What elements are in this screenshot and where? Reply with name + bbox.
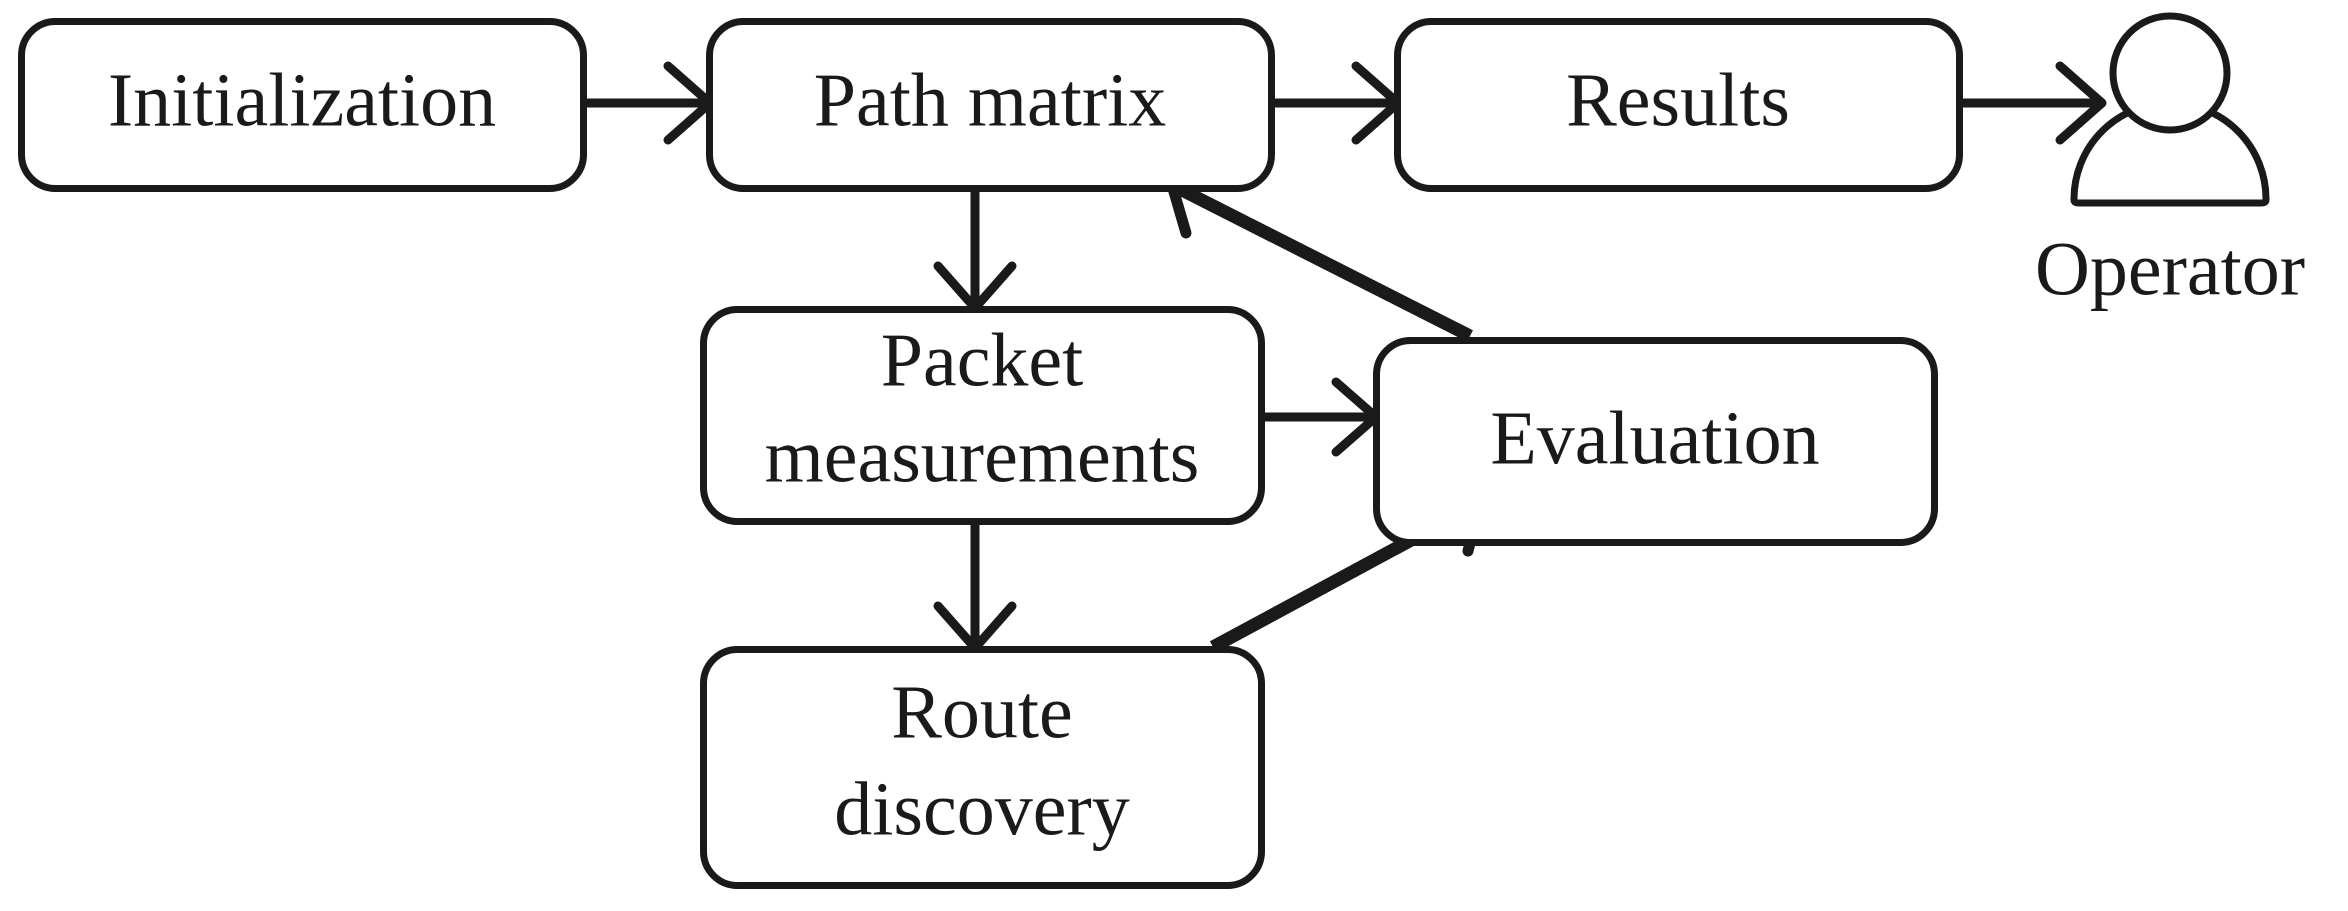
edge-results-to-operator	[1960, 61, 2107, 145]
operator-body-icon	[2070, 99, 2270, 207]
node-packet-measurements-box	[700, 306, 1265, 525]
node-evaluation-label: Evaluation	[1490, 396, 1819, 480]
node-route-discovery[interactable]: Route discovery	[700, 646, 1265, 889]
operator-head-icon	[2109, 12, 2231, 134]
operator-label: Operator	[2035, 227, 2305, 311]
node-initialization-label: Initialization	[108, 58, 496, 142]
node-path-matrix-label: Path matrix	[814, 58, 1167, 142]
operator-icon[interactable]: Operator	[2035, 12, 2305, 311]
node-packet-measurements[interactable]: Packet measurements	[700, 306, 1265, 525]
node-path-matrix[interactable]: Path matrix	[706, 18, 1275, 192]
node-results-box	[1394, 18, 1963, 192]
edge-path-matrix-to-results	[1272, 61, 1403, 145]
node-packet-measurements-label-line1: Packet	[881, 318, 1084, 402]
node-evaluation[interactable]: Evaluation	[1373, 337, 1938, 546]
edge-packet-measurements-to-evaluation	[1262, 377, 1381, 457]
node-route-discovery-label-line2: discovery	[834, 767, 1129, 851]
node-route-discovery-box	[700, 646, 1265, 889]
node-packet-measurements-label-line2: measurements	[765, 414, 1200, 498]
node-initialization-box	[18, 18, 587, 192]
edge-path-matrix-to-packet-measurements	[933, 185, 1017, 313]
node-route-discovery-label-line1: Route	[891, 670, 1073, 754]
edge-initialization-to-path-matrix	[584, 61, 715, 145]
node-results[interactable]: Results	[1394, 18, 1963, 192]
node-path-matrix-box	[706, 18, 1275, 192]
node-evaluation-box	[1373, 337, 1938, 546]
node-initialization[interactable]: Initialization	[18, 18, 587, 192]
node-results-label: Results	[1566, 58, 1790, 142]
edge-packet-measurements-to-route-discovery	[933, 519, 1017, 653]
